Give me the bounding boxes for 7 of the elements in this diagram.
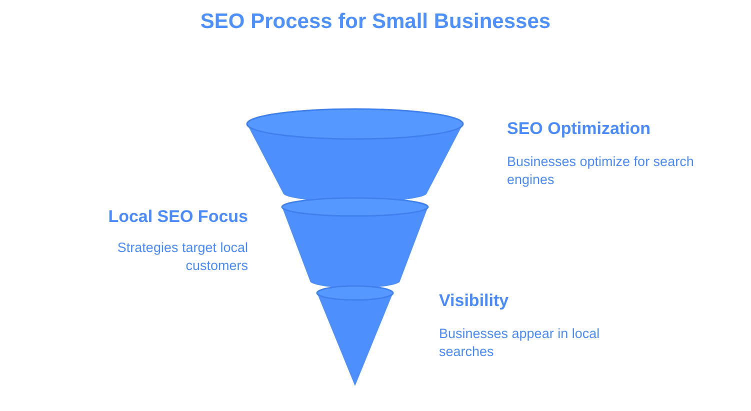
stage-description: Businesses optimize for search engines	[507, 153, 695, 189]
title: SEO Process for Small Businesses	[199, 10, 552, 34]
stage-description: Strategies target local customers	[116, 239, 248, 275]
stage-heading: Local SEO Focus	[107, 207, 248, 227]
stage-heading: SEO Optimization	[507, 119, 652, 139]
stage-heading: Visibility	[439, 291, 510, 311]
stage-description: Businesses appear in local searches	[439, 325, 601, 361]
